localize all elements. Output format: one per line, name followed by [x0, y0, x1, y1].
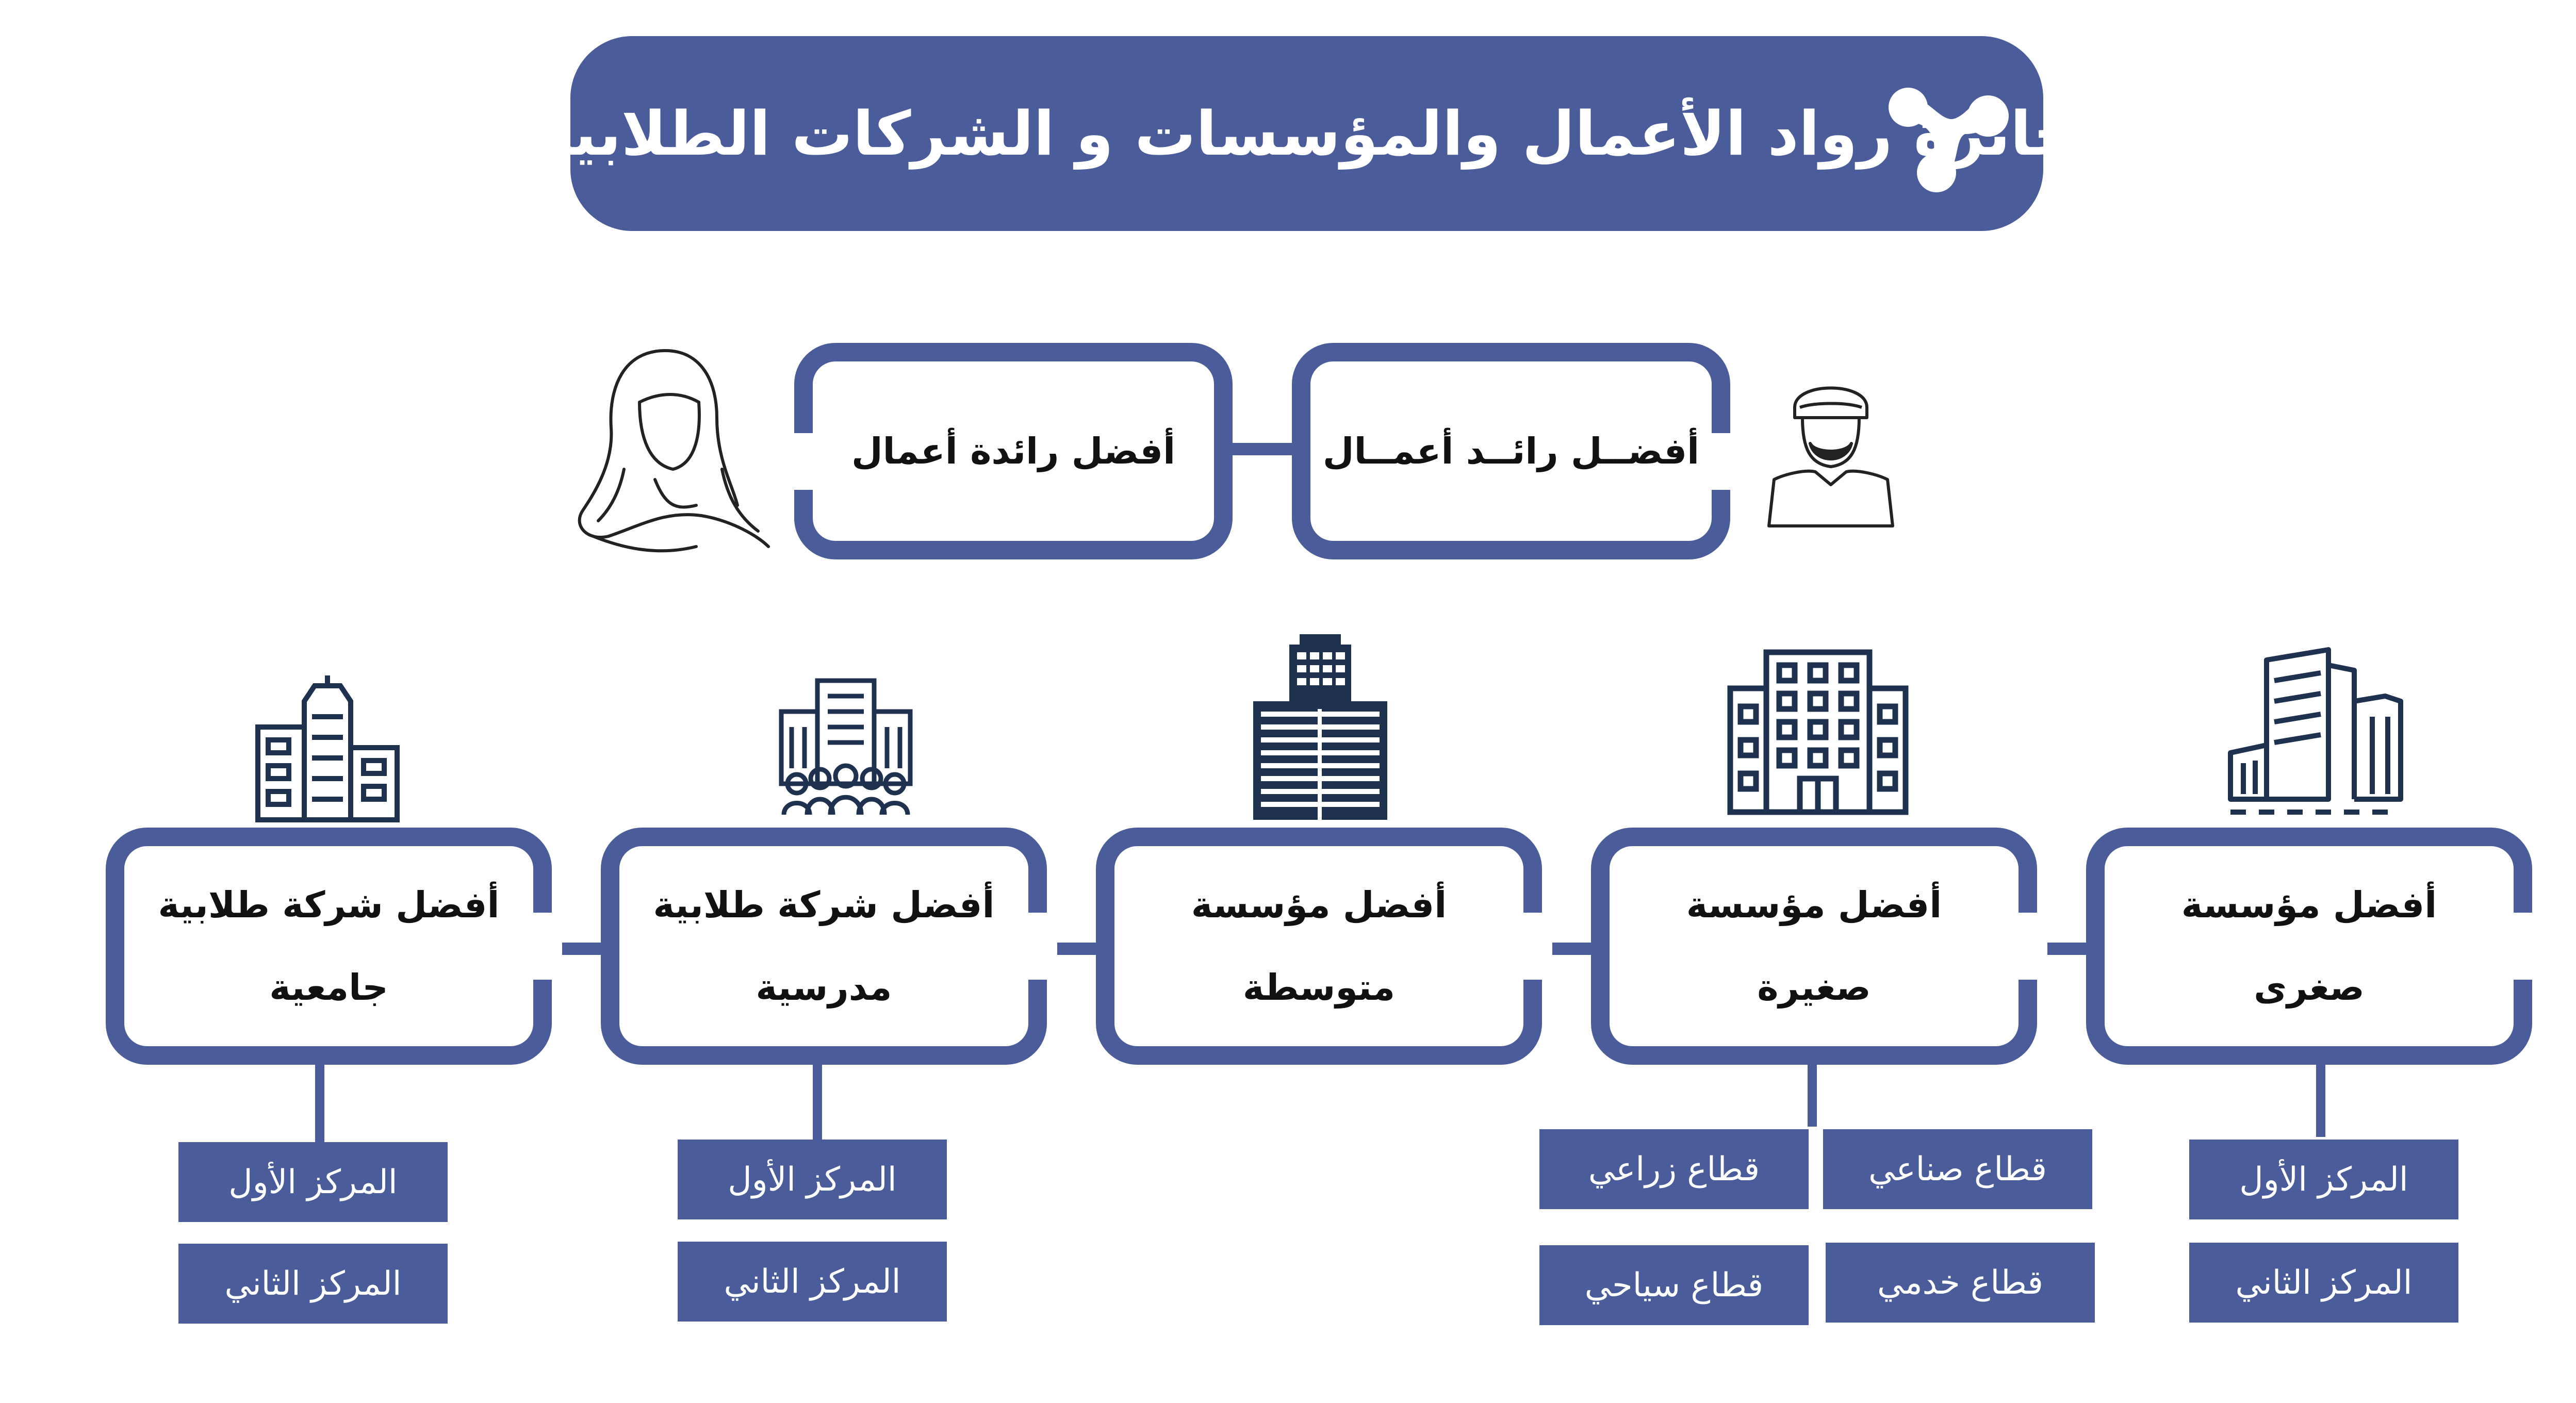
box-notch	[2512, 913, 2542, 980]
prize-tag: المركز الثاني	[178, 1244, 448, 1324]
category-line-2: متوسطة	[1242, 966, 1396, 1009]
box-notch	[1026, 913, 1057, 980]
connector-line	[1808, 1060, 1817, 1127]
connector-line	[813, 1060, 822, 1163]
sector-tag-industrial: قطاع صناعي	[1823, 1129, 2092, 1209]
category-line-1: أفضل مؤسسة	[1686, 884, 1942, 926]
prize-label: المركز الثاني	[2235, 1263, 2413, 1302]
prize-label: المركز الأول	[2239, 1160, 2408, 1199]
best-micro-enterprise-box: أفضل مؤسسة صغرى	[2086, 828, 2532, 1065]
molecule-logo-icon	[1877, 67, 2011, 201]
best-small-enterprise-box: أفضل مؤسسة صغيرة	[1591, 828, 2037, 1065]
best-school-student-company-box: أفضل شركة طلابية مدرسية	[601, 828, 1047, 1065]
category-line-1: أفضل شركة طلابية	[653, 884, 995, 926]
skyscraper-icon	[1248, 634, 1392, 825]
woman-icon	[562, 340, 779, 567]
prize-label: قطاع سياحي	[1584, 1266, 1764, 1305]
box-notch	[531, 913, 562, 980]
sector-tag-services: قطاع خدمي	[1826, 1243, 2095, 1323]
prize-label: قطاع صناعي	[1868, 1150, 2047, 1189]
category-line-2: جامعية	[269, 966, 388, 1009]
category-line-1: أفضل مؤسسة	[2181, 884, 2437, 926]
best-female-entrepreneur-label: أفضل رائدة أعمال	[851, 430, 1176, 472]
prize-label: قطاع خدمي	[1877, 1263, 2043, 1302]
prize-tag: المركز الثاني	[678, 1242, 947, 1322]
best-female-entrepreneur-box: أفضل رائدة أعمال	[794, 343, 1233, 559]
prize-tag: المركز الأول	[178, 1142, 448, 1222]
prize-label: المركز الأول	[728, 1160, 897, 1199]
school-building-icon	[776, 675, 915, 820]
prize-label: المركز الأول	[228, 1163, 398, 1201]
award-title: جائزة رواد الأعمال والمؤسسات و الشركات ا…	[536, 98, 2077, 169]
category-line-1: أفضل مؤسسة	[1191, 884, 1447, 926]
prize-label: قطاع زراعي	[1588, 1150, 1760, 1189]
man-icon	[1753, 361, 1908, 531]
connector-line	[315, 1060, 324, 1163]
prize-label: المركز الثاني	[724, 1262, 901, 1301]
connector-line	[1227, 443, 1300, 455]
sector-tag-tourism: قطاع سياحي	[1539, 1245, 1809, 1325]
box-notch	[1707, 433, 1738, 490]
prize-tag: المركز الأول	[678, 1140, 947, 1219]
category-line-2: صغرى	[2254, 966, 2365, 1009]
prize-tag: المركز الثاني	[2189, 1243, 2458, 1323]
box-notch	[2016, 913, 2047, 980]
box-notch	[1521, 913, 1552, 980]
university-building-icon	[253, 670, 402, 825]
box-notch	[789, 433, 820, 490]
connector-line	[2316, 1060, 2325, 1137]
best-university-student-company-box: أفضل شركة طلابية جامعية	[106, 828, 552, 1065]
office-building-icon	[1725, 647, 1911, 817]
best-male-entrepreneur-label: أفضــل رائــد أعمــال	[1322, 430, 1700, 472]
category-line-2: صغيرة	[1757, 966, 1871, 1009]
sector-tag-agricultural: قطاع زراعي	[1539, 1129, 1809, 1209]
prize-tag: المركز الأول	[2189, 1140, 2458, 1219]
category-line-2: مدرسية	[756, 966, 892, 1009]
buildings-icon	[2225, 645, 2411, 820]
category-line-1: أفضل شركة طلابية	[158, 884, 500, 926]
award-title-banner: جائزة رواد الأعمال والمؤسسات و الشركات ا…	[537, 36, 2077, 231]
best-medium-enterprise-box: أفضل مؤسسة متوسطة	[1096, 828, 1542, 1065]
best-male-entrepreneur-box: أفضــل رائــد أعمــال	[1292, 343, 1730, 559]
prize-label: المركز الثاني	[224, 1264, 402, 1303]
